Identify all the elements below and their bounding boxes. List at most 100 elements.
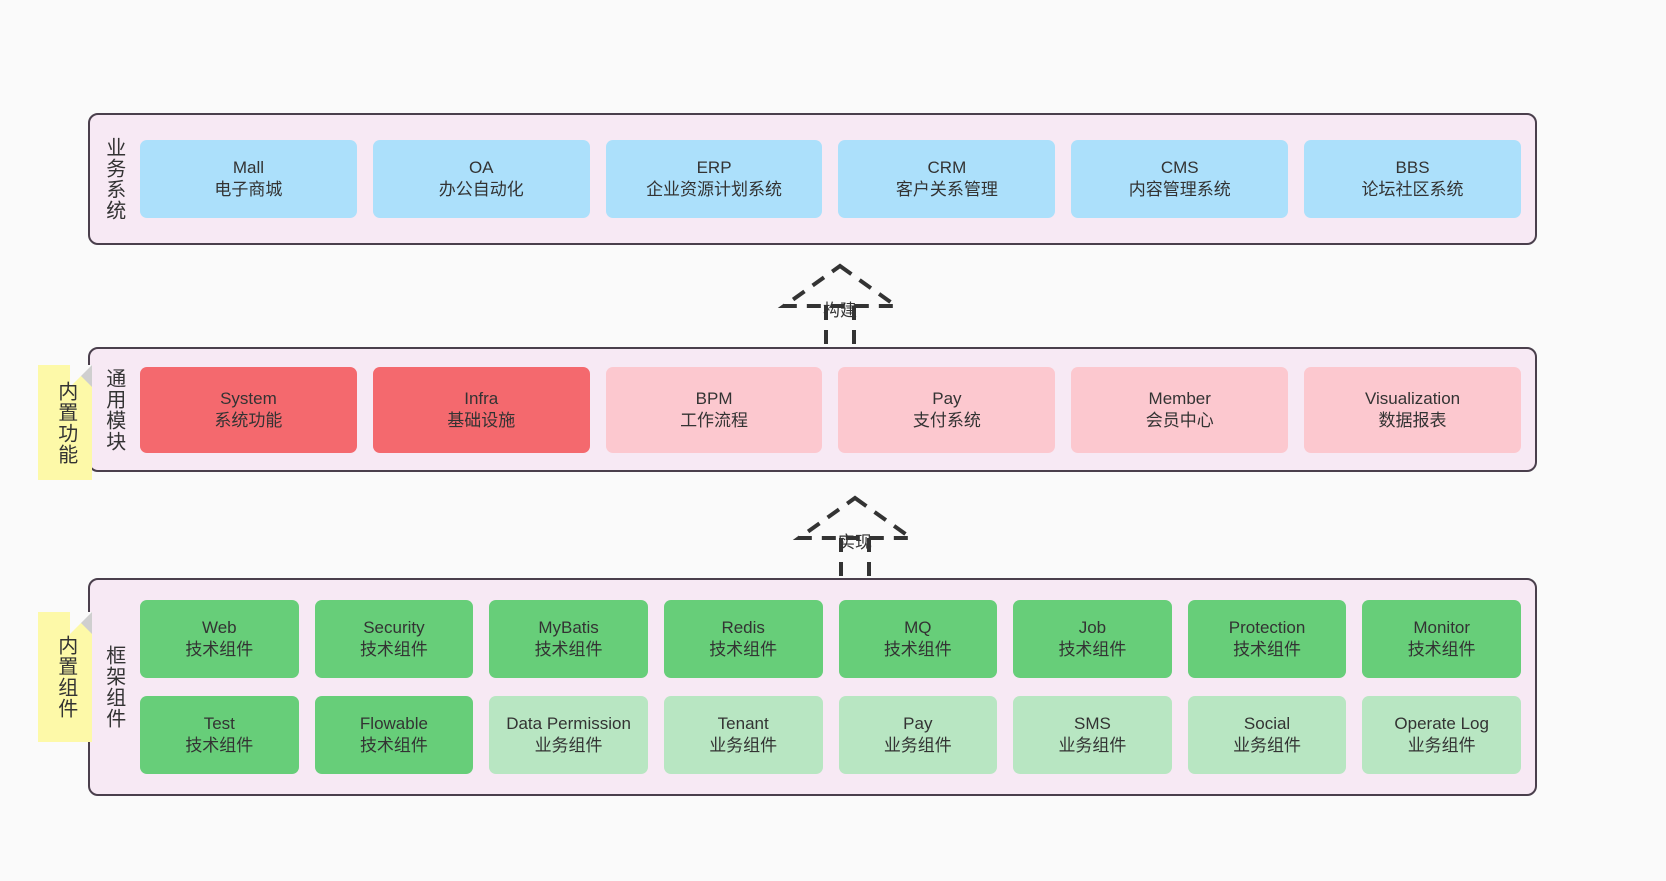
card-subtitle: 客户关系管理 xyxy=(895,180,998,199)
card-subtitle: 业务组件 xyxy=(534,736,603,755)
layer-common-module: 通用模块 System 系统功能 Infra 基础设施 BPM 工作流程 Pay… xyxy=(88,347,1537,472)
layer-business-system: 业务系统 Mall 电子商城 OA 办公自动化 ERP 企业资源计划系统 CRM… xyxy=(88,113,1537,245)
card-flowable[interactable]: Flowable 技术组件 xyxy=(314,696,474,774)
card-subtitle: 技术组件 xyxy=(1233,640,1302,659)
card-title: Operate Log xyxy=(1394,714,1489,734)
card-bpm[interactable]: BPM 工作流程 xyxy=(605,366,823,453)
card-title: BBS xyxy=(1395,158,1430,178)
layer-title-common-module: 通用模块 xyxy=(102,367,125,452)
card-row: Web 技术组件 Security 技术组件 MyBatis 技术组件 Redi… xyxy=(140,600,1521,678)
card-cms[interactable]: CMS 内容管理系统 xyxy=(1071,140,1289,218)
card-title: Social xyxy=(1243,714,1291,734)
layer-title-business-system: 业务系统 xyxy=(102,137,125,221)
card-subtitle: 业务组件 xyxy=(883,736,952,755)
card-title: Mall xyxy=(232,158,264,178)
card-title: Pay xyxy=(903,714,933,734)
card-title: Flowable xyxy=(359,714,428,734)
card-title: Security xyxy=(363,618,425,638)
folded-corner-overlay-icon xyxy=(70,365,92,387)
sticky-note-builtin-features: 内置功能 xyxy=(38,365,92,480)
connector-implement: 实现 xyxy=(775,490,935,590)
card-security[interactable]: Security 技术组件 xyxy=(314,600,474,678)
card-subtitle: 会员中心 xyxy=(1145,410,1214,430)
card-mq[interactable]: MQ 技术组件 xyxy=(838,600,998,678)
card-subtitle: 工作流程 xyxy=(680,410,749,430)
card-subtitle: 企业资源计划系统 xyxy=(646,180,783,199)
card-member[interactable]: Member 会员中心 xyxy=(1071,366,1289,453)
connector-label-implement: 实现 xyxy=(838,533,872,552)
card-title: CRM xyxy=(927,158,967,178)
card-bbs[interactable]: BBS 论坛社区系统 xyxy=(1304,140,1521,218)
card-oa[interactable]: OA 办公自动化 xyxy=(372,140,590,218)
card-title: Member xyxy=(1148,388,1211,408)
card-subtitle: 技术组件 xyxy=(359,736,428,755)
card-title: CMS xyxy=(1160,158,1199,178)
card-social[interactable]: Social 业务组件 xyxy=(1187,696,1347,774)
card-subtitle: 技术组件 xyxy=(185,736,254,755)
layer-framework-component: 框架组件 Web 技术组件 Security 技术组件 MyBatis 技术组件… xyxy=(88,578,1537,796)
card-subtitle: 业务组件 xyxy=(1407,736,1476,755)
card-title: Data Permission xyxy=(506,714,631,734)
card-system[interactable]: System 系统功能 xyxy=(140,366,357,453)
card-subtitle: 办公自动化 xyxy=(438,180,524,199)
card-title: Monitor xyxy=(1413,618,1471,638)
connector-build: 构建 xyxy=(760,258,920,358)
card-mall[interactable]: Mall 电子商城 xyxy=(140,140,357,218)
card-title: System xyxy=(220,388,277,408)
card-title: Visualization xyxy=(1364,388,1461,408)
card-test[interactable]: Test 技术组件 xyxy=(140,696,299,774)
card-subtitle: 论坛社区系统 xyxy=(1361,180,1464,199)
card-subtitle: 技术组件 xyxy=(709,640,778,659)
card-subtitle: 技术组件 xyxy=(359,640,428,659)
card-title: BPM xyxy=(695,388,733,408)
card-web[interactable]: Web 技术组件 xyxy=(140,600,299,678)
card-title: Test xyxy=(203,714,235,734)
sticky-note-builtin-components: 内置组件 xyxy=(38,612,92,742)
card-crm[interactable]: CRM 客户关系管理 xyxy=(838,140,1056,218)
card-sms[interactable]: SMS 业务组件 xyxy=(1013,696,1172,774)
card-title: Redis xyxy=(721,618,765,638)
card-redis[interactable]: Redis 技术组件 xyxy=(663,600,823,678)
layer-body-business-system: Mall 电子商城 OA 办公自动化 ERP 企业资源计划系统 CRM 客户关系… xyxy=(136,115,1535,243)
card-subtitle: 支付系统 xyxy=(912,410,981,430)
card-title: MQ xyxy=(904,618,932,638)
card-mybatis[interactable]: MyBatis 技术组件 xyxy=(489,600,648,678)
card-pay-module[interactable]: Pay 支付系统 xyxy=(838,366,1056,453)
card-row: Test 技术组件 Flowable 技术组件 Data Permission … xyxy=(140,696,1521,774)
card-subtitle: 业务组件 xyxy=(1058,736,1127,755)
card-pay-component[interactable]: Pay 业务组件 xyxy=(838,696,998,774)
card-protection[interactable]: Protection 技术组件 xyxy=(1187,600,1347,678)
sticky-note-text: 内置组件 xyxy=(54,635,77,719)
card-subtitle: 技术组件 xyxy=(1407,640,1476,659)
card-job[interactable]: Job 技术组件 xyxy=(1013,600,1172,678)
folded-corner-overlay-icon xyxy=(70,612,92,634)
card-infra[interactable]: Infra 基础设施 xyxy=(372,366,590,453)
card-title: Pay xyxy=(932,388,962,408)
card-subtitle: 技术组件 xyxy=(185,640,254,659)
card-subtitle: 业务组件 xyxy=(1233,736,1302,755)
card-subtitle: 内容管理系统 xyxy=(1128,180,1231,199)
card-subtitle: 技术组件 xyxy=(883,640,952,659)
card-subtitle: 基础设施 xyxy=(447,410,516,430)
card-row: System 系统功能 Infra 基础设施 BPM 工作流程 Pay 支付系统… xyxy=(140,366,1521,453)
sticky-note-text: 内置功能 xyxy=(54,380,77,465)
card-title: Tenant xyxy=(717,714,769,734)
layer-title-framework-component: 框架组件 xyxy=(102,645,125,729)
card-title: SMS xyxy=(1074,714,1111,734)
connector-label-build: 构建 xyxy=(823,301,857,320)
card-visualization[interactable]: Visualization 数据报表 xyxy=(1304,366,1521,453)
card-monitor[interactable]: Monitor 技术组件 xyxy=(1362,600,1521,678)
card-subtitle: 数据报表 xyxy=(1378,410,1447,430)
card-title: Job xyxy=(1078,618,1107,638)
card-subtitle: 技术组件 xyxy=(1058,640,1127,659)
card-title: Infra xyxy=(464,388,499,408)
card-tenant[interactable]: Tenant 业务组件 xyxy=(663,696,823,774)
card-subtitle: 业务组件 xyxy=(709,736,778,755)
card-data-permission[interactable]: Data Permission 业务组件 xyxy=(489,696,648,774)
card-title: MyBatis xyxy=(538,618,599,638)
card-title: Web xyxy=(201,618,237,638)
card-erp[interactable]: ERP 企业资源计划系统 xyxy=(605,140,823,218)
card-title: OA xyxy=(468,158,494,178)
card-operate-log[interactable]: Operate Log 业务组件 xyxy=(1362,696,1521,774)
